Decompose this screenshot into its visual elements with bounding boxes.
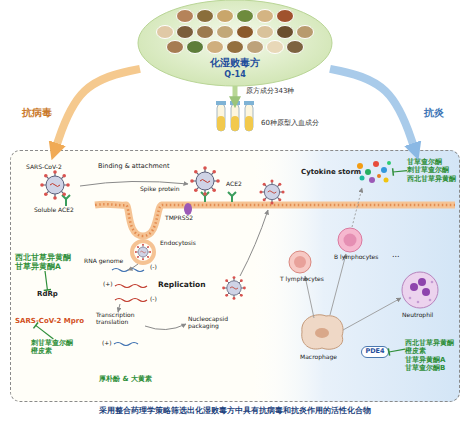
- illustration-label: Neutrophil: [402, 312, 433, 319]
- t-cell: [289, 251, 311, 273]
- caption: 采用整合药理学策略筛选出化湿败毒方中具有抗病毒和抗炎作用的活性化合物: [0, 406, 470, 416]
- virus-particle: [40, 170, 70, 200]
- receptors: [62, 192, 236, 215]
- flow-arrow: [233, 86, 238, 101]
- compound-group: 甘草查尔酮 刺甘草查尔酮 西北甘草异黄酮: [407, 158, 463, 183]
- target-label: RdRp: [37, 290, 58, 298]
- life-cycle-arrows: [80, 181, 268, 329]
- target-name: SARS-CoV-2 Mpro: [15, 317, 84, 325]
- formula-name: 化湿败毒方: [140, 57, 330, 69]
- herb-pictures: [157, 10, 314, 54]
- pde4-pill: PDE4: [361, 346, 389, 358]
- illustration-label: (-): [150, 296, 157, 303]
- edge-label: 抗炎: [424, 106, 444, 120]
- compound-name: 刺甘草查尔酮 橙皮素: [31, 339, 87, 356]
- blood-components-vials: 60种原型入血成分: [213, 101, 257, 135]
- mechanism-panel: 西北甘草异黄酮 甘草异黄酮A RdRpSARS-CoV-2 Mpro 刺甘草查尔酮 …: [10, 150, 460, 402]
- illustration-label: SARS-CoV-2: [26, 164, 62, 171]
- illustration-label: ACE2: [226, 181, 242, 188]
- soluble-ace2: [62, 195, 70, 206]
- illustration-label: (+): [102, 340, 112, 347]
- illustration-label: B lymphocytes: [334, 254, 378, 261]
- blood-vials: [216, 101, 254, 131]
- macrophage-cell: [302, 315, 343, 349]
- illustration-label: Soluble ACE2: [34, 207, 74, 214]
- b-cell: [338, 228, 362, 252]
- illustration-label: Transcription translation: [96, 312, 142, 326]
- virus-particle: [135, 244, 151, 260]
- component-count: 60种原型入血成分: [261, 119, 319, 127]
- illustration-label: Spike protein: [140, 186, 179, 193]
- panel-background: [10, 150, 460, 402]
- compound-group: 西北甘草异黄酮 甘草异黄酮A: [15, 253, 75, 271]
- panel-fill: [10, 150, 460, 402]
- immune-cells: [289, 228, 438, 349]
- t-cell-nucleus: [294, 256, 306, 268]
- cytokine-storm-zone: Cytokine storm: [301, 161, 393, 183]
- tmprss2-protein: [184, 203, 192, 215]
- compound-name: 西北甘草异黄酮 甘草异黄酮A: [15, 253, 75, 271]
- compound-group: 西北甘草异黄酮 橙皮素 甘草异黄酮A 甘草查尔酮B: [405, 339, 461, 373]
- antiviral-arrow: [55, 69, 140, 150]
- illustration-label: (+): [103, 281, 113, 288]
- virus-particle: [259, 179, 284, 204]
- inhibition-line: [393, 171, 407, 172]
- virus-particle: [190, 166, 220, 196]
- macrophage-nucleus: [315, 328, 329, 338]
- anti-inflammatory-arrow: [330, 69, 415, 150]
- edge-label: 抗病毒: [22, 106, 52, 120]
- endosome: [132, 241, 154, 263]
- illustration-label: Macrophage: [300, 354, 337, 361]
- compound-name: 厚朴酚 & 大黄素: [99, 375, 152, 383]
- illustration-label: ...: [392, 250, 400, 259]
- target-name: Cytokine storm: [301, 168, 361, 176]
- illustration-label: Nucleocapsid packaging: [188, 316, 236, 330]
- illustration-label: Binding & attachment: [98, 163, 170, 170]
- compound-name: 甘草查尔酮 刺甘草查尔酮 西北甘草异黄酮: [407, 158, 463, 183]
- compound-group: 刺甘草查尔酮 橙皮素: [31, 339, 87, 356]
- inhibition-line: [36, 325, 54, 339]
- rna-strands: [112, 269, 147, 346]
- neutrophil-cell: [402, 272, 438, 308]
- illustration-label: RNA genome: [84, 258, 123, 265]
- target-name: PDE4: [362, 348, 388, 356]
- illustration-label: T lymphocytes: [280, 276, 324, 283]
- cell-membrane: [95, 204, 455, 263]
- formula-ellipse: 化湿败毒方Q-14: [140, 0, 330, 86]
- target-name: RdRp: [37, 290, 58, 298]
- formula-name: Q-14: [140, 70, 330, 80]
- ellipse-outline: [138, 0, 332, 86]
- b-cell-nucleus: [344, 234, 357, 247]
- illustration-label: Replication: [158, 281, 206, 290]
- illustration-label: (-): [150, 264, 157, 271]
- ace2-receptor: [228, 192, 236, 202]
- inhibition-line: [45, 271, 47, 290]
- target-label: SARS-CoV-2 Mpro: [15, 317, 84, 325]
- edge-label: 原方成分343种: [246, 86, 294, 96]
- virus-particle: [222, 276, 246, 300]
- herb-formula-ellipse: [138, 0, 332, 86]
- cell-signal-arrows: [305, 188, 401, 330]
- virus-particles: [40, 166, 284, 300]
- inflammation-background: [250, 150, 460, 402]
- cytokine-dots: [357, 161, 391, 183]
- compound-name: 西北甘草异黄酮 橙皮素 甘草异黄酮A 甘草查尔酮B: [405, 339, 461, 373]
- illustration-label: TMPRSS2: [165, 215, 193, 222]
- illustration-label: Endocytosis: [160, 240, 196, 247]
- compound-group: 厚朴酚 & 大黄素: [99, 375, 152, 383]
- inhibition-line: [389, 349, 405, 352]
